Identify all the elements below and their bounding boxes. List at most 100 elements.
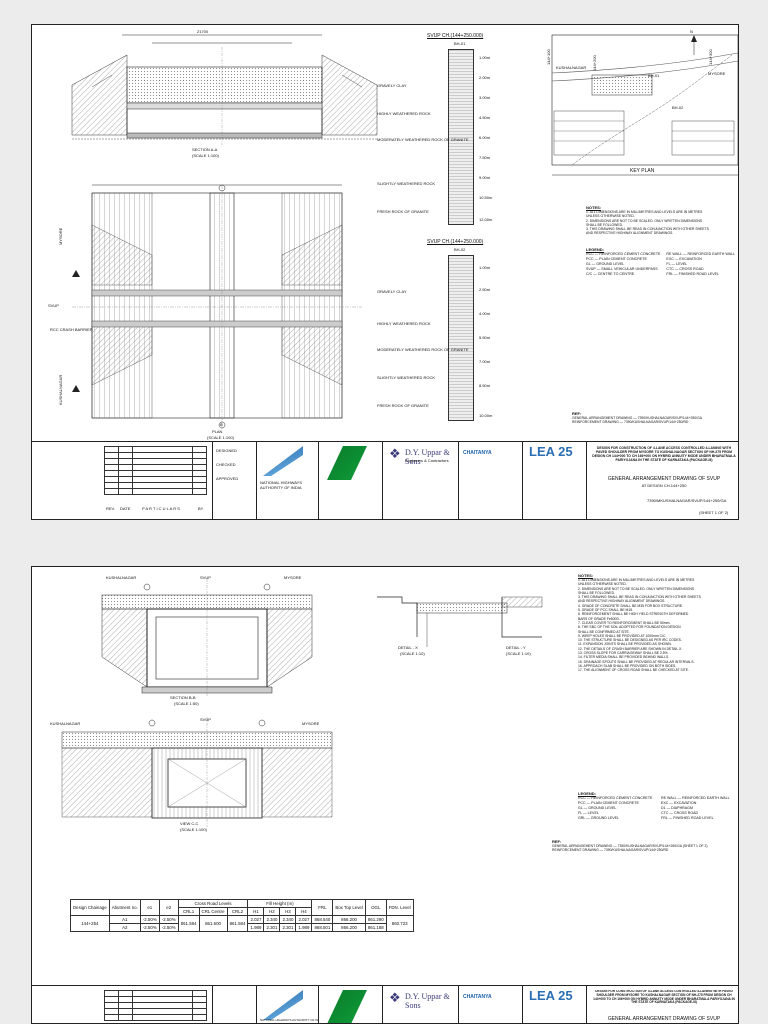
- bh2-stratum: FRESH ROCK OF GRANITE: [377, 403, 429, 408]
- bh1-depth: 7.50m: [479, 155, 491, 160]
- table-subheader: CRL1: [177, 907, 200, 916]
- legend-item: FRL — FINISHED ROAD LEVEL: [666, 272, 720, 276]
- table-cell: -2.50%: [139, 915, 160, 924]
- ie-box: LEA 25: [522, 442, 586, 519]
- consultant-box: CHAITANYA: [458, 986, 522, 1023]
- ref-line: REINFORCEMENT DRAWING — 7390/KUSHALNAGAR…: [552, 848, 669, 853]
- bh1-stratum: SLIGHTLY WEATHERED ROCK: [377, 181, 436, 186]
- legend-item: CTC — CROSS ROAD: [666, 267, 704, 271]
- bh1-stratum: GRAVELY CLAY: [377, 83, 407, 88]
- note-item: 6. REINFORCEMENT SHALL BE HIGH YIELD STR…: [578, 612, 689, 617]
- detail-y-title: DETAIL - Y: [506, 645, 526, 650]
- notes-block: NOTES: 1. ALL DIMENSIONS ARE IN MILLIMET…: [586, 205, 738, 245]
- table-header: Fill Height (m): [247, 899, 313, 908]
- consultant-box: CHAITANYA: [458, 442, 522, 519]
- reference-block: REF: GENERAL ARRANGEMENT DRAWING — 7390/…: [552, 839, 738, 859]
- note-item: 14. FILTER MEDIA SHALL BE PROVIDED BEHIN…: [578, 655, 670, 660]
- section-a-a-title: SECTION A-A: [192, 147, 218, 152]
- note-item: 4. GRADE OF CONCRETE SHALL BE M35 FOR BO…: [578, 603, 684, 608]
- bh1-depth: 4.50m: [479, 115, 491, 120]
- borehole-1-title: SVUP CH.(144+250.000): [427, 33, 484, 39]
- table-cell: 2.340: [263, 915, 281, 924]
- key-plan-bh02: BH-02: [672, 105, 684, 110]
- table-cell: 2.301: [279, 923, 297, 932]
- table-header: e2: [158, 899, 179, 916]
- key-plan-kushalnagar: KUSHALNAGAR: [556, 65, 587, 70]
- project-description: DESIGN FOR CONSTRUCTION OF 4-LANE ACCESS…: [593, 990, 735, 1005]
- table-subheader: H2: [263, 907, 281, 916]
- legend-item: EXC — EXCAVATION: [666, 257, 702, 261]
- note-item: 3. THIS DRAWING SHALL BE READ IN CONJUNC…: [578, 595, 701, 600]
- table-cell: 1.989: [295, 923, 313, 932]
- table-cell: 866.200: [332, 923, 366, 932]
- view-c-c-title: VIEW C-C: [180, 821, 199, 826]
- ie-logo: LEA 25: [529, 444, 573, 459]
- table-subheader: H4: [295, 907, 313, 916]
- date-label: DATE: [120, 506, 131, 511]
- bh2-depth: 2.50m: [479, 287, 491, 292]
- key-plan-drawing: [551, 34, 738, 166]
- section-a-a: [71, 34, 378, 145]
- client-name: NATIONAL HIGHWAYS AUTHORITY OF INDIA: [260, 480, 303, 490]
- note-item: 10. THE STRUCTURE SHALL BE DESIGNED AS P…: [578, 638, 682, 643]
- table-header: e1: [139, 899, 160, 916]
- svup-label: SVUP: [48, 303, 59, 308]
- bh1-stratum: MODERATELY WEATHERED ROCK OF GRANITE: [377, 137, 469, 142]
- concessionaire-box: [318, 986, 382, 1023]
- detail-x-scale: (SCALE 1:10): [400, 651, 425, 656]
- drawing-title: GENERAL ARRANGEMENT DRAWING OF SVUP: [607, 476, 721, 482]
- bh1-depth: 12.00m: [479, 217, 493, 222]
- key-plan-mysore: MYSORE: [708, 71, 726, 76]
- drawing-sheet-1: 21700 SECTION A-A (SCALE 1:100) PLAN (SC…: [31, 24, 739, 520]
- table-subheader: H3: [279, 907, 297, 916]
- kushalnagar-label: KUSHALNAGAR: [106, 575, 137, 580]
- table-header: Abutment no.: [108, 899, 141, 916]
- north-arrow-label: N: [690, 29, 693, 34]
- table-cell: 868.540: [311, 915, 334, 924]
- detail-y: [501, 596, 543, 638]
- table-cell: -2.50%: [158, 923, 179, 932]
- table-cell: 861.584: [226, 915, 249, 932]
- note-item: 9. WEEP HOLES SHALL BE PROVIDED AT 1000m…: [578, 633, 667, 638]
- note-item: 11. EXPANSION JOINTS SHALL BE PROVIDED A…: [578, 642, 672, 647]
- legend-item: FL — LEVEL: [666, 262, 688, 266]
- legend-item: C/C — CENTRE TO CENTRE: [586, 272, 635, 276]
- mysore-label: MYSORE: [302, 721, 320, 726]
- note-item: 5. GRADE OF PCC SHALL BE M15.: [578, 608, 634, 613]
- drawing-sheet-2: KUSHALNAGAR MYSORE SVUP SECTION B-B (SCA…: [31, 566, 739, 1024]
- note-item: SHALL BE FOLLOWED.: [578, 590, 615, 595]
- kushalnagar-label: KUSHALNAGAR: [50, 721, 81, 726]
- notes-block: NOTES: 1. ALL DIMENSIONS ARE IN MILLIMET…: [578, 573, 738, 759]
- note-item: 1. ALL DIMENSIONS ARE IN MILLIMETRES AND…: [578, 578, 695, 582]
- section-a-a-scale: (SCALE 1:100): [192, 153, 219, 158]
- svup-label: SVUP: [200, 575, 211, 580]
- note-item: AND RESPECTIVE HIGHWAY ALIGNMENT DRAWING…: [586, 231, 674, 236]
- legend-item: RCC — REINFORCED CEMENT CONCRETE: [578, 796, 653, 800]
- section-b-b-scale: (SCALE 1:50): [174, 701, 199, 706]
- borehole-1-id: BH-01: [454, 41, 466, 46]
- note-item: 12. THE DETAILS OF CRASH BARRIER ARE SHO…: [578, 646, 683, 651]
- section-b-b-drawing: [61, 579, 543, 827]
- note-item: 13. CROSS SLOPE FOR CARRIAGEWAY SHALL BE…: [578, 651, 669, 656]
- legend-item: FRL — FINISHED ROAD LEVEL: [661, 816, 714, 820]
- ref-title: REF:: [572, 411, 582, 416]
- table-header: OGL: [364, 899, 387, 916]
- bh2-stratum: SLIGHTLY WEATHERED ROCK: [377, 375, 436, 380]
- key-plan-bh01: BH-01: [648, 73, 660, 78]
- note-item: UNLESS OTHERWISE NOTED.: [578, 582, 627, 587]
- sign-box: DESIGNED CHECKED APPROVED: [212, 442, 256, 519]
- contractor-box: ❖ D.Y. Uppar & Sons: [382, 986, 458, 1023]
- view-c-c: [61, 717, 333, 827]
- key-plan-title: KEY PLAN: [630, 168, 655, 174]
- note-item: 8. THE SBC OF THE SOIL ADOPTED FOR FOUND…: [578, 625, 681, 630]
- contractor-name: D.Y. Uppar & Sons: [405, 992, 450, 1010]
- dy-logo-icon: ❖: [389, 446, 401, 461]
- bh2-depth: 1.00m: [479, 265, 491, 270]
- bh1-stratum: FRESH ROCK OF GRANITE: [377, 209, 429, 214]
- dy-logo-icon: ❖: [389, 990, 401, 1005]
- table-cell: 861.584: [177, 915, 200, 932]
- detail-x-title: DETAIL - X: [398, 645, 418, 650]
- sheet-number: (SHEET 1 OF 2): [699, 510, 729, 515]
- note-item: UNLESS OTHERWISE NOTED.: [586, 214, 635, 219]
- approved-label: APPROVED: [216, 476, 239, 481]
